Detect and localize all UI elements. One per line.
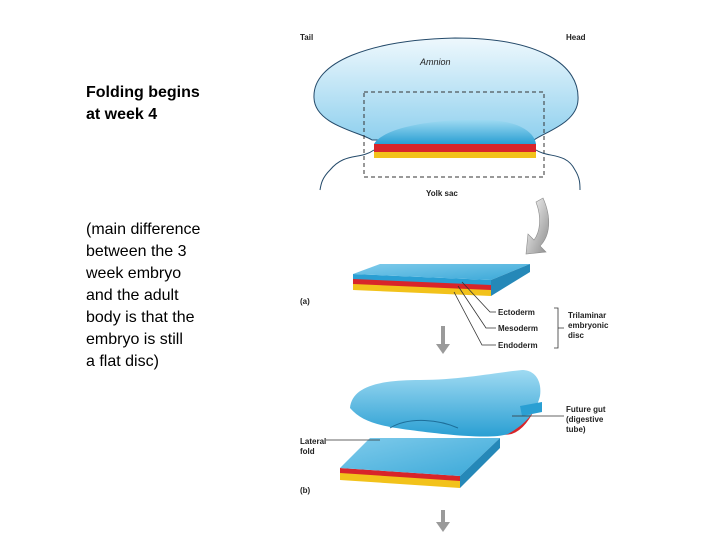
panel-a: (a) Ectoderm Mesoderm Endoderm Trilamina… <box>300 264 609 350</box>
lower-plate-surface <box>340 438 500 476</box>
trilaminar-label-line: Trilaminar <box>568 311 606 320</box>
mesoderm-layer <box>374 144 536 152</box>
lateral-fold-label-line: Lateral <box>300 437 326 446</box>
ectoderm-leader <box>461 281 496 313</box>
future-gut-label-line: (digestive <box>566 415 604 424</box>
note-line: body is that the <box>86 309 195 326</box>
slide-note: (main difference between the 3 week embr… <box>86 219 246 373</box>
note-line: embryo is still <box>86 331 183 348</box>
panel-a-marker: (a) <box>300 297 310 306</box>
panel-b-marker: (b) <box>300 486 311 495</box>
heading-line: Folding begins <box>86 84 200 101</box>
note-line: between the 3 <box>86 243 187 260</box>
trilaminar-label-line: embryonic <box>568 321 609 330</box>
endoderm-leader <box>453 291 496 346</box>
mesoderm-leader <box>457 285 496 329</box>
note-line: and the adult <box>86 287 179 304</box>
top-section: Tail Head Amnion Yolk sac <box>300 33 586 198</box>
heading-line: at week 4 <box>86 106 158 123</box>
folded-sheet-top <box>350 370 541 437</box>
lateral-fold-label-line: fold <box>300 447 315 456</box>
disc-red-edge <box>353 278 491 290</box>
yolk-sac-label: Yolk sac <box>426 189 458 198</box>
disc-side-edge <box>491 264 530 296</box>
ectoderm-layer <box>374 119 536 144</box>
plate-yellow-edge <box>340 472 460 488</box>
future-gut-label-line: Future gut <box>566 405 606 414</box>
fold-crease <box>389 419 459 429</box>
disc-blue-edge <box>353 274 491 285</box>
trilaminar-label-line: disc <box>568 331 585 340</box>
embryo-folding-figure: Tail Head Amnion Yolk sac (a) Ectoderm M… <box>300 33 609 532</box>
lower-plate-side <box>460 438 500 488</box>
down-arrow-icon <box>436 510 450 532</box>
disc-top-surface <box>353 264 530 280</box>
plate-red-edge <box>340 468 460 481</box>
endoderm-label: Endoderm <box>498 341 538 350</box>
mesoderm-label: Mesoderm <box>498 324 538 333</box>
slide-heading: Folding begins at week 4 <box>86 82 246 126</box>
note-line: (main difference <box>86 221 201 238</box>
down-arrow-icon <box>436 326 450 354</box>
amnion-label: Amnion <box>419 57 451 67</box>
gut-tube-end <box>520 402 542 416</box>
amnion-cavity <box>313 37 579 141</box>
tail-label: Tail <box>300 33 313 42</box>
group-bracket <box>554 307 564 349</box>
ectoderm-label: Ectoderm <box>498 308 535 317</box>
note-line: week embryo <box>86 265 182 282</box>
panel-b: Lateral fold Future gut (digestive tube)… <box>300 370 606 495</box>
yolk-sac-outline <box>319 149 581 191</box>
head-label: Head <box>566 33 586 42</box>
curved-arrow-icon <box>525 197 549 255</box>
note-line: a flat disc) <box>86 353 159 370</box>
future-gut-label-line: tube) <box>566 425 586 434</box>
